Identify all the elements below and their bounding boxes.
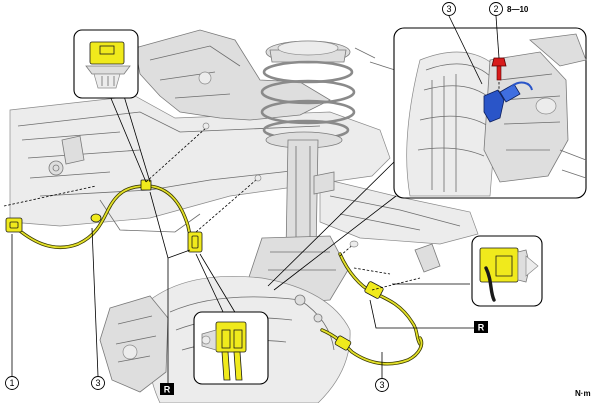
inset-clip-top: [73, 29, 139, 99]
callout-leaders: [11, 15, 500, 388]
callout-3-left: 3: [91, 376, 105, 390]
callout-number: 3: [446, 4, 451, 14]
callout-3-top: 3: [442, 2, 456, 16]
wheel-speed-sensor: [483, 89, 505, 123]
harness-clip: [140, 179, 152, 191]
inset-sensor-detail: [393, 27, 587, 199]
vehicle-body: [9, 29, 479, 273]
callout-number: 3: [379, 380, 384, 390]
reference-mark-r-left: R: [160, 383, 174, 395]
callout-number: 3: [95, 378, 100, 388]
reference-mark-label: R: [478, 323, 485, 333]
torque-unit: N·m: [575, 389, 591, 398]
inset-grommet-right: [471, 235, 543, 307]
reference-mark-r-right: R: [474, 321, 488, 333]
leader-lines: [109, 95, 470, 315]
sensor-mounting-bolt: [491, 57, 507, 67]
torque-value: 8—10: [507, 5, 529, 14]
callout-1: 1: [5, 376, 19, 390]
inset-clip-bottom: [193, 311, 269, 385]
callout-number: 1: [9, 378, 14, 388]
wheel-speed-sensor-harness: [5, 179, 424, 366]
callout-2: 2: [489, 2, 503, 16]
callout-3-right: 3: [375, 378, 389, 392]
callout-number: 2: [493, 4, 498, 14]
indicator-lines: [3, 122, 421, 291]
reference-mark-label: R: [164, 385, 171, 395]
